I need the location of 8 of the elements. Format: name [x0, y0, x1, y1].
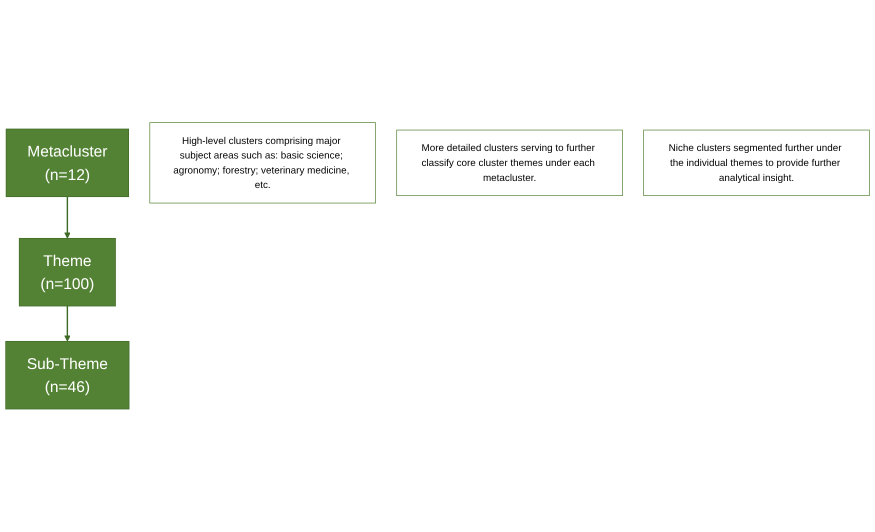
node-box: Metacluster (n=12)	[6, 128, 129, 198]
node-box: High-level clusters comprising major subject areas such as: basic science; agronomy; forestry; veterinary medicine, etc.	[149, 122, 376, 204]
arrow	[64, 306, 70, 342]
node-box: Niche clusters segmented further under the individual themes to provide further analytical insight.	[643, 130, 870, 196]
node-box: Theme (n=100)	[18, 238, 116, 307]
node-box: More detailed clusters serving to further classify core cluster themes under each metacluster.	[396, 130, 623, 196]
arrow	[64, 196, 70, 239]
node-box: Sub-Theme (n=46)	[5, 341, 130, 410]
